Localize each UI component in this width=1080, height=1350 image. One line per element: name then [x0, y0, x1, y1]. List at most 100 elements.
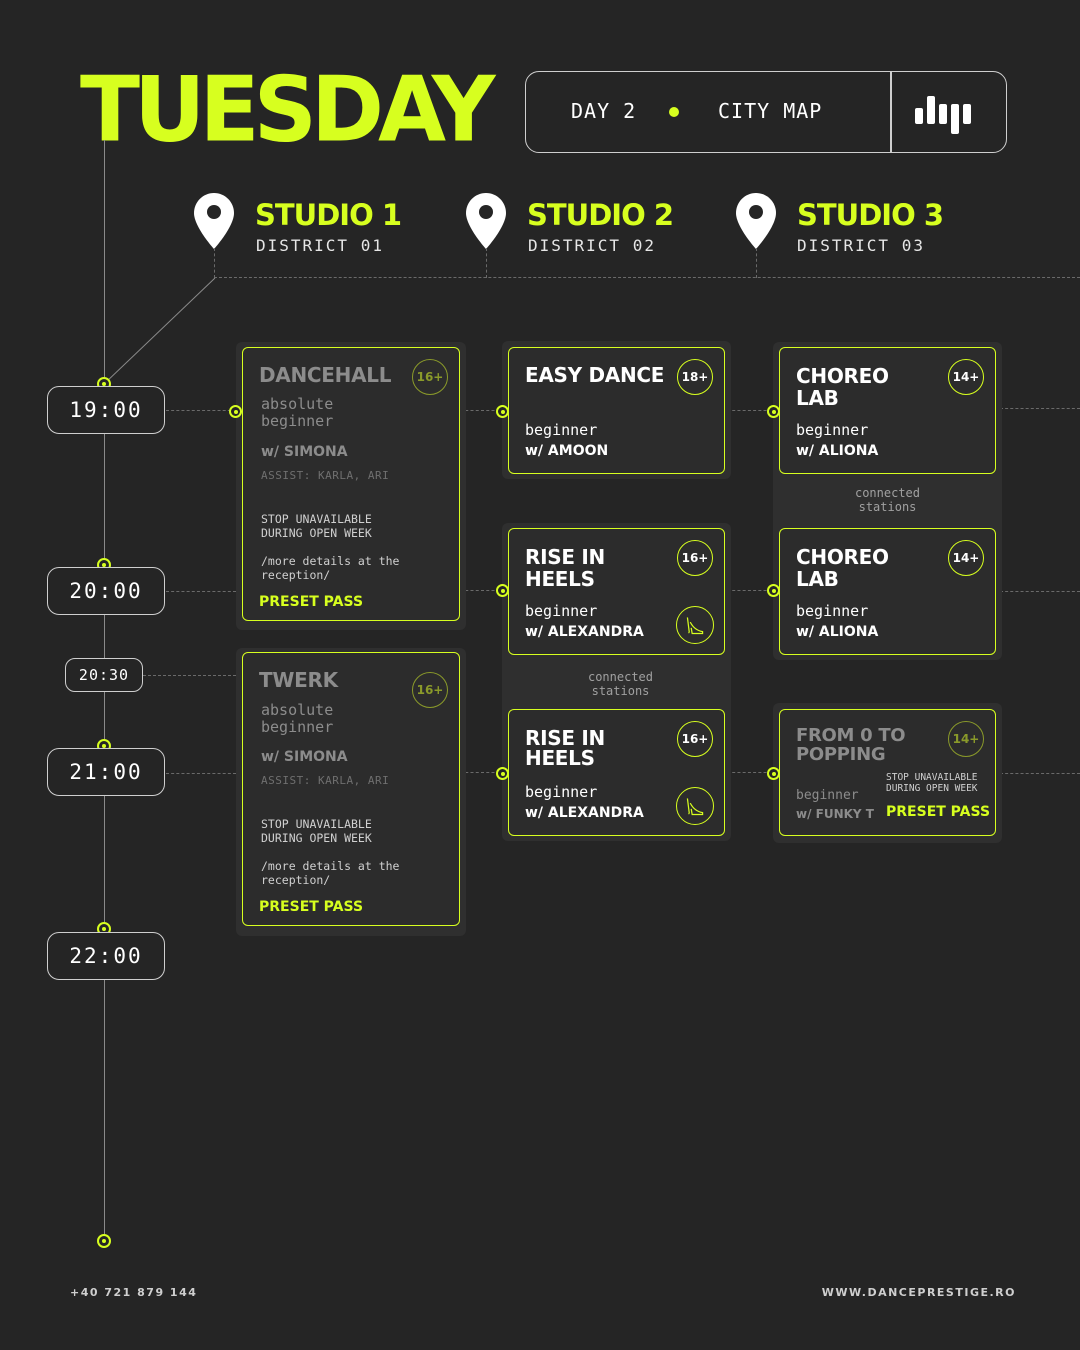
location-pin-icon — [736, 193, 776, 249]
class-card-twerk[interactable]: TWERK 16+ absolute beginner w/ SIMONA AS… — [242, 652, 460, 926]
age-badge: 16+ — [412, 359, 448, 395]
studio-1-district: DISTRICT 01 — [256, 236, 384, 255]
brand-bars-icon — [915, 96, 971, 134]
class-level: beginner — [796, 788, 859, 803]
class-level: beginner — [261, 718, 334, 736]
note: DURING OPEN WEEK — [261, 831, 372, 845]
instructor: w/ ALEXANDRA — [525, 624, 644, 640]
row-line — [460, 590, 505, 591]
row-line — [727, 590, 777, 591]
studio-connector-line — [214, 277, 1080, 278]
row-line — [727, 410, 777, 411]
separator-dot — [669, 107, 679, 117]
age-badge: 16+ — [677, 540, 713, 576]
class-card-dancehall[interactable]: DANCEHALL 16+ absolute beginner w/ SIMON… — [242, 347, 460, 621]
class-name: RISE IN — [525, 545, 605, 569]
assistants: ASSIST: KARLA, ARI — [261, 774, 390, 787]
studio-2-district: DISTRICT 02 — [528, 236, 656, 255]
note: reception/ — [261, 873, 331, 887]
studio-connector-line — [214, 248, 215, 278]
note: /more details at the — [261, 554, 400, 568]
class-card-choreo-lab[interactable]: CHOREO LAB 14+ beginner w/ ALIONA — [779, 347, 996, 474]
class-name: EASY DANCE — [525, 363, 665, 387]
row-line — [166, 773, 236, 774]
class-level: beginner — [796, 602, 869, 620]
footer-phone[interactable]: +40 721 879 144 — [70, 1286, 198, 1299]
class-card-rise-in-heels[interactable]: RISE IN HEELS 16+ beginner w/ ALEXANDRA — [508, 709, 725, 836]
class-name: HEELS — [525, 746, 595, 770]
time-slot-2200: 22:00 — [47, 932, 165, 980]
instructor: w/ AMOON — [525, 443, 609, 459]
row-line — [1000, 408, 1080, 409]
class-name: FROM 0 TO — [796, 725, 906, 746]
class-level: beginner — [525, 602, 598, 620]
row-line — [460, 410, 505, 411]
timeline-dot — [97, 1234, 111, 1248]
connector-dot — [229, 405, 242, 418]
age-badge: 18+ — [677, 359, 713, 395]
class-name: CHOREO — [796, 364, 889, 388]
high-heel-icon — [676, 787, 714, 825]
header-divider — [890, 72, 892, 152]
connector-dot — [496, 584, 509, 597]
class-level: beginner — [261, 412, 334, 430]
class-name: DANCEHALL — [259, 363, 392, 387]
instructor: w/ ALIONA — [796, 443, 879, 459]
class-level: absolute — [261, 395, 334, 413]
connector-dot — [496, 405, 509, 418]
studio-3-district: DISTRICT 03 — [797, 236, 925, 255]
city-map-link[interactable]: CITY MAP — [718, 99, 823, 123]
diagonal-connector — [103, 277, 216, 385]
row-line — [1000, 591, 1080, 592]
class-name: HEELS — [525, 567, 595, 591]
row-line — [460, 772, 505, 773]
note: DURING OPEN WEEK — [261, 526, 372, 540]
class-card-choreo-lab[interactable]: CHOREO LAB 14+ beginner w/ ALIONA — [779, 528, 996, 655]
class-level: beginner — [796, 421, 869, 439]
time-slot-2030: 20:30 — [65, 658, 143, 692]
class-level: beginner — [525, 783, 598, 801]
studio-1-name: STUDIO 1 — [255, 198, 402, 232]
class-card-popping[interactable]: FROM 0 TO POPPING 14+ STOP UNAVAILABLE D… — [779, 709, 996, 836]
location-pin-icon — [194, 193, 234, 249]
instructor: w/ SIMONA — [261, 749, 348, 765]
class-card-easy-dance[interactable]: EASY DANCE 18+ beginner w/ AMOON — [508, 347, 725, 474]
note: /more details at the — [261, 859, 400, 873]
age-badge: 14+ — [948, 540, 984, 576]
note: STOP UNAVAILABLE — [261, 817, 372, 831]
connector-dot — [767, 767, 780, 780]
age-badge: 16+ — [412, 672, 448, 708]
class-card-rise-in-heels[interactable]: RISE IN HEELS 16+ beginner w/ ALEXANDRA — [508, 528, 725, 655]
row-line — [727, 772, 777, 773]
page-title: TUESDAY — [80, 56, 495, 163]
connector-dot — [496, 767, 509, 780]
row-line — [1000, 773, 1080, 774]
class-level: beginner — [525, 421, 598, 439]
studio-2-name: STUDIO 2 — [527, 198, 674, 232]
connector-dot — [767, 584, 780, 597]
row-line — [143, 675, 236, 676]
class-name: TWERK — [259, 668, 338, 692]
high-heel-icon — [676, 606, 714, 644]
age-badge: 16+ — [677, 721, 713, 757]
class-name: RISE IN — [525, 726, 605, 750]
studio-3-name: STUDIO 3 — [797, 198, 944, 232]
location-pin-icon — [466, 193, 506, 249]
row-line — [166, 591, 236, 592]
class-name: POPPING — [796, 744, 886, 765]
preset-pass-label: PRESET PASS — [886, 804, 991, 820]
class-level: absolute — [261, 701, 334, 719]
age-badge: 14+ — [948, 721, 984, 757]
preset-pass-label: PRESET PASS — [259, 899, 364, 915]
connector-dot — [767, 405, 780, 418]
age-badge: 14+ — [948, 359, 984, 395]
class-name: LAB — [796, 567, 839, 591]
assistants: ASSIST: KARLA, ARI — [261, 469, 390, 482]
instructor: w/ ALIONA — [796, 624, 879, 640]
note: DURING OPEN WEEK — [886, 783, 978, 794]
instructor: w/ SIMONA — [261, 444, 348, 460]
note: STOP UNAVAILABLE — [886, 772, 978, 783]
footer-website[interactable]: WWW.DANCEPRESTIGE.RO — [821, 1286, 1016, 1299]
